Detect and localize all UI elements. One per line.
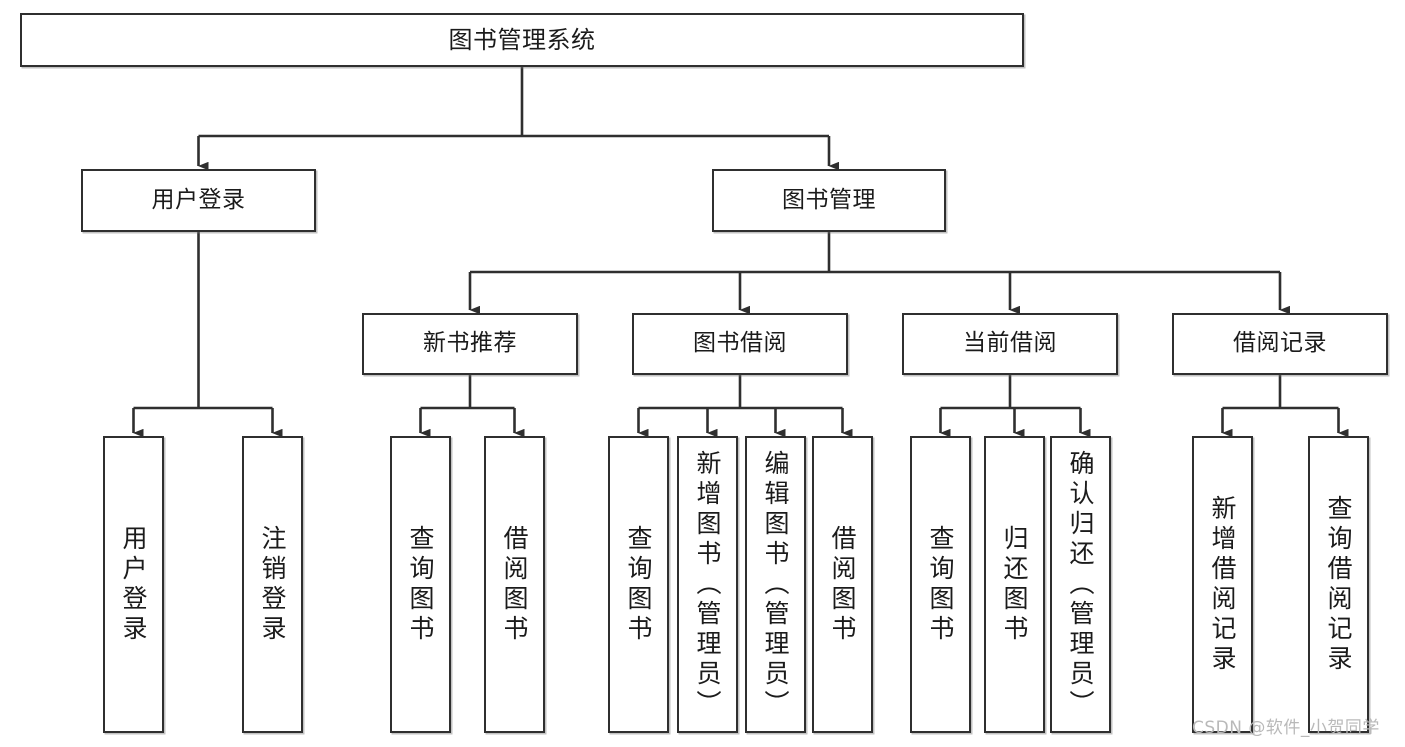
- node-label: 新增图书（管理员）: [693, 449, 722, 720]
- node-label: 借阅图书: [500, 524, 529, 645]
- node-leaf-edit-book-admin[interactable]: 编辑图书（管理员）: [745, 436, 806, 733]
- node-label: 图书管理: [782, 186, 876, 213]
- node-label: 图书借阅: [693, 330, 787, 357]
- node-label: 当前借阅: [963, 330, 1057, 357]
- node-leaf-query-borrow-record[interactable]: 查询借阅记录: [1308, 436, 1369, 733]
- node-leaf-add-book-admin[interactable]: 新增图书（管理员）: [677, 436, 738, 733]
- node-leaf-user-logout[interactable]: 注销登录: [242, 436, 303, 733]
- node-label: 注销登录: [258, 524, 287, 645]
- node-label: 查询借阅记录: [1324, 494, 1353, 675]
- node-leaf-user-login[interactable]: 用户登录: [103, 436, 164, 733]
- node-leaf-add-borrow-record[interactable]: 新增借阅记录: [1192, 436, 1253, 733]
- node-user-login[interactable]: 用户登录: [81, 169, 316, 232]
- node-label: 查询图书: [624, 524, 653, 645]
- node-new-book-recommend[interactable]: 新书推荐: [362, 313, 578, 375]
- node-leaf-return-book[interactable]: 归还图书: [984, 436, 1045, 733]
- node-label: 查询图书: [406, 524, 435, 645]
- node-leaf-query-book-rec[interactable]: 查询图书: [390, 436, 451, 733]
- node-leaf-borrow-book-rec[interactable]: 借阅图书: [484, 436, 545, 733]
- node-label: 图书管理系统: [448, 25, 596, 54]
- node-root[interactable]: 图书管理系统: [20, 13, 1024, 67]
- node-label: 确认归还（管理员）: [1066, 449, 1095, 720]
- node-label: 借阅图书: [828, 524, 857, 645]
- node-leaf-query-book-borrow[interactable]: 查询图书: [608, 436, 669, 733]
- node-leaf-query-book-current[interactable]: 查询图书: [910, 436, 971, 733]
- node-label: 新书推荐: [423, 330, 517, 357]
- node-label: 新增借阅记录: [1208, 494, 1237, 675]
- node-current-borrow[interactable]: 当前借阅: [902, 313, 1118, 375]
- node-label: 借阅记录: [1233, 330, 1327, 357]
- node-borrow-record[interactable]: 借阅记录: [1172, 313, 1388, 375]
- node-book-manage[interactable]: 图书管理: [712, 169, 946, 232]
- node-label: 用户登录: [151, 186, 246, 213]
- node-label: 查询图书: [926, 524, 955, 645]
- edge-group: [132, 67, 1349, 438]
- node-leaf-borrow-book[interactable]: 借阅图书: [812, 436, 873, 733]
- node-label: 编辑图书（管理员）: [761, 449, 790, 720]
- node-book-borrow[interactable]: 图书借阅: [632, 313, 848, 375]
- node-label: 用户登录: [119, 524, 148, 645]
- watermark-csdn: CSDN @软件_小贺同学: [1192, 718, 1380, 738]
- node-label: 归还图书: [1000, 524, 1029, 645]
- node-leaf-confirm-return-admin[interactable]: 确认归还（管理员）: [1050, 436, 1111, 733]
